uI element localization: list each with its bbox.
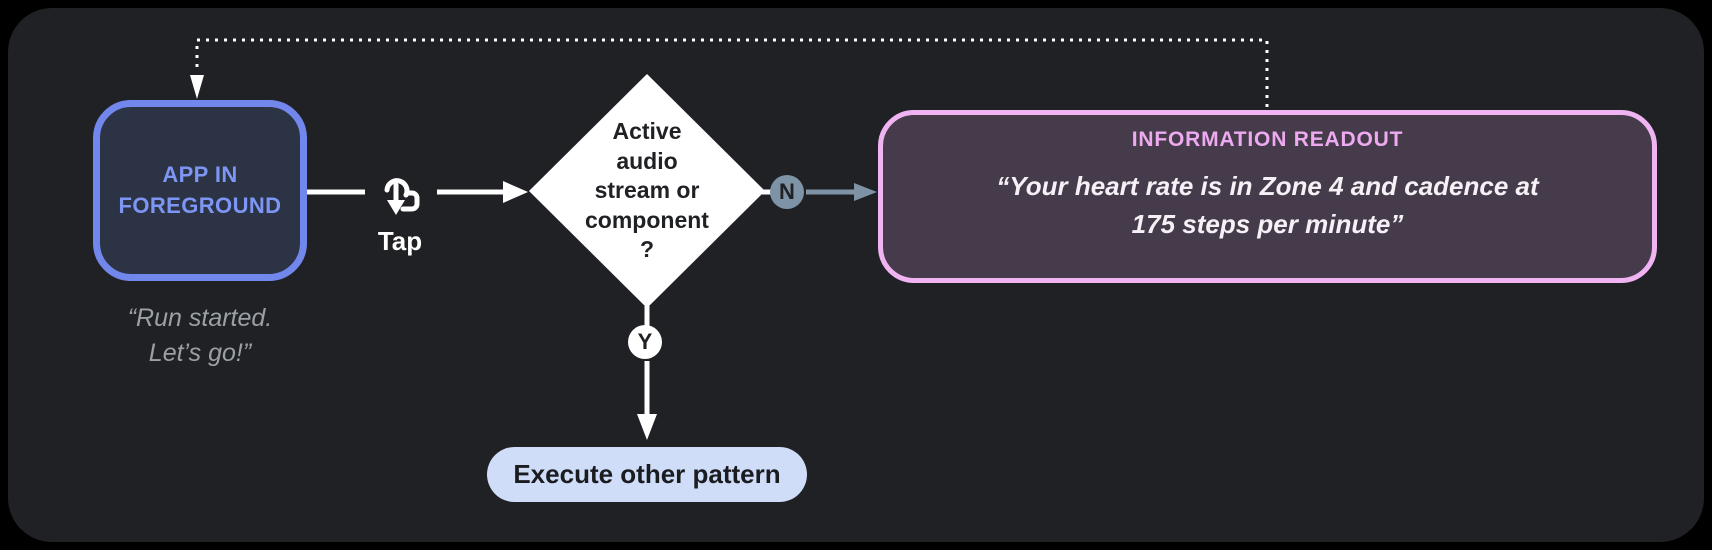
readout-title: INFORMATION READOUT — [1131, 128, 1404, 151]
y-arrowhead-icon — [637, 414, 657, 440]
n-arrowhead-icon — [854, 183, 877, 201]
y-branch-badge: Y — [628, 325, 662, 359]
app-foreground-label: APP IN FOREGROUND — [118, 161, 282, 218]
y-branch-label: Y — [637, 329, 653, 354]
feedback-arrowhead-icon — [190, 75, 204, 99]
n-branch-badge: N — [770, 175, 804, 209]
n-branch-label: N — [779, 179, 795, 204]
tap-arrowhead-icon — [503, 181, 528, 203]
app-voice-caption: “Run started. Let’s go!” — [127, 304, 273, 367]
decision-label: Active audio stream or component ? — [585, 118, 709, 263]
tap-label: Tap — [377, 226, 423, 256]
execute-pattern-label: Execute other pattern — [513, 459, 781, 489]
readout-quote: “Your heart rate is in Zone 4 and cadenc… — [996, 171, 1539, 239]
tap-gesture-icon — [384, 178, 420, 215]
execute-pattern-node: Execute other pattern — [487, 447, 807, 502]
decision-diamond — [529, 74, 765, 308]
feedback-dotted-wire — [195, 38, 1269, 107]
tap-icon-hand — [387, 200, 405, 215]
tap-icon-bracket — [400, 190, 420, 212]
app-foreground-node: APP IN FOREGROUND — [93, 100, 307, 281]
information-readout-node: INFORMATION READOUT “Your heart rate is … — [878, 110, 1657, 283]
